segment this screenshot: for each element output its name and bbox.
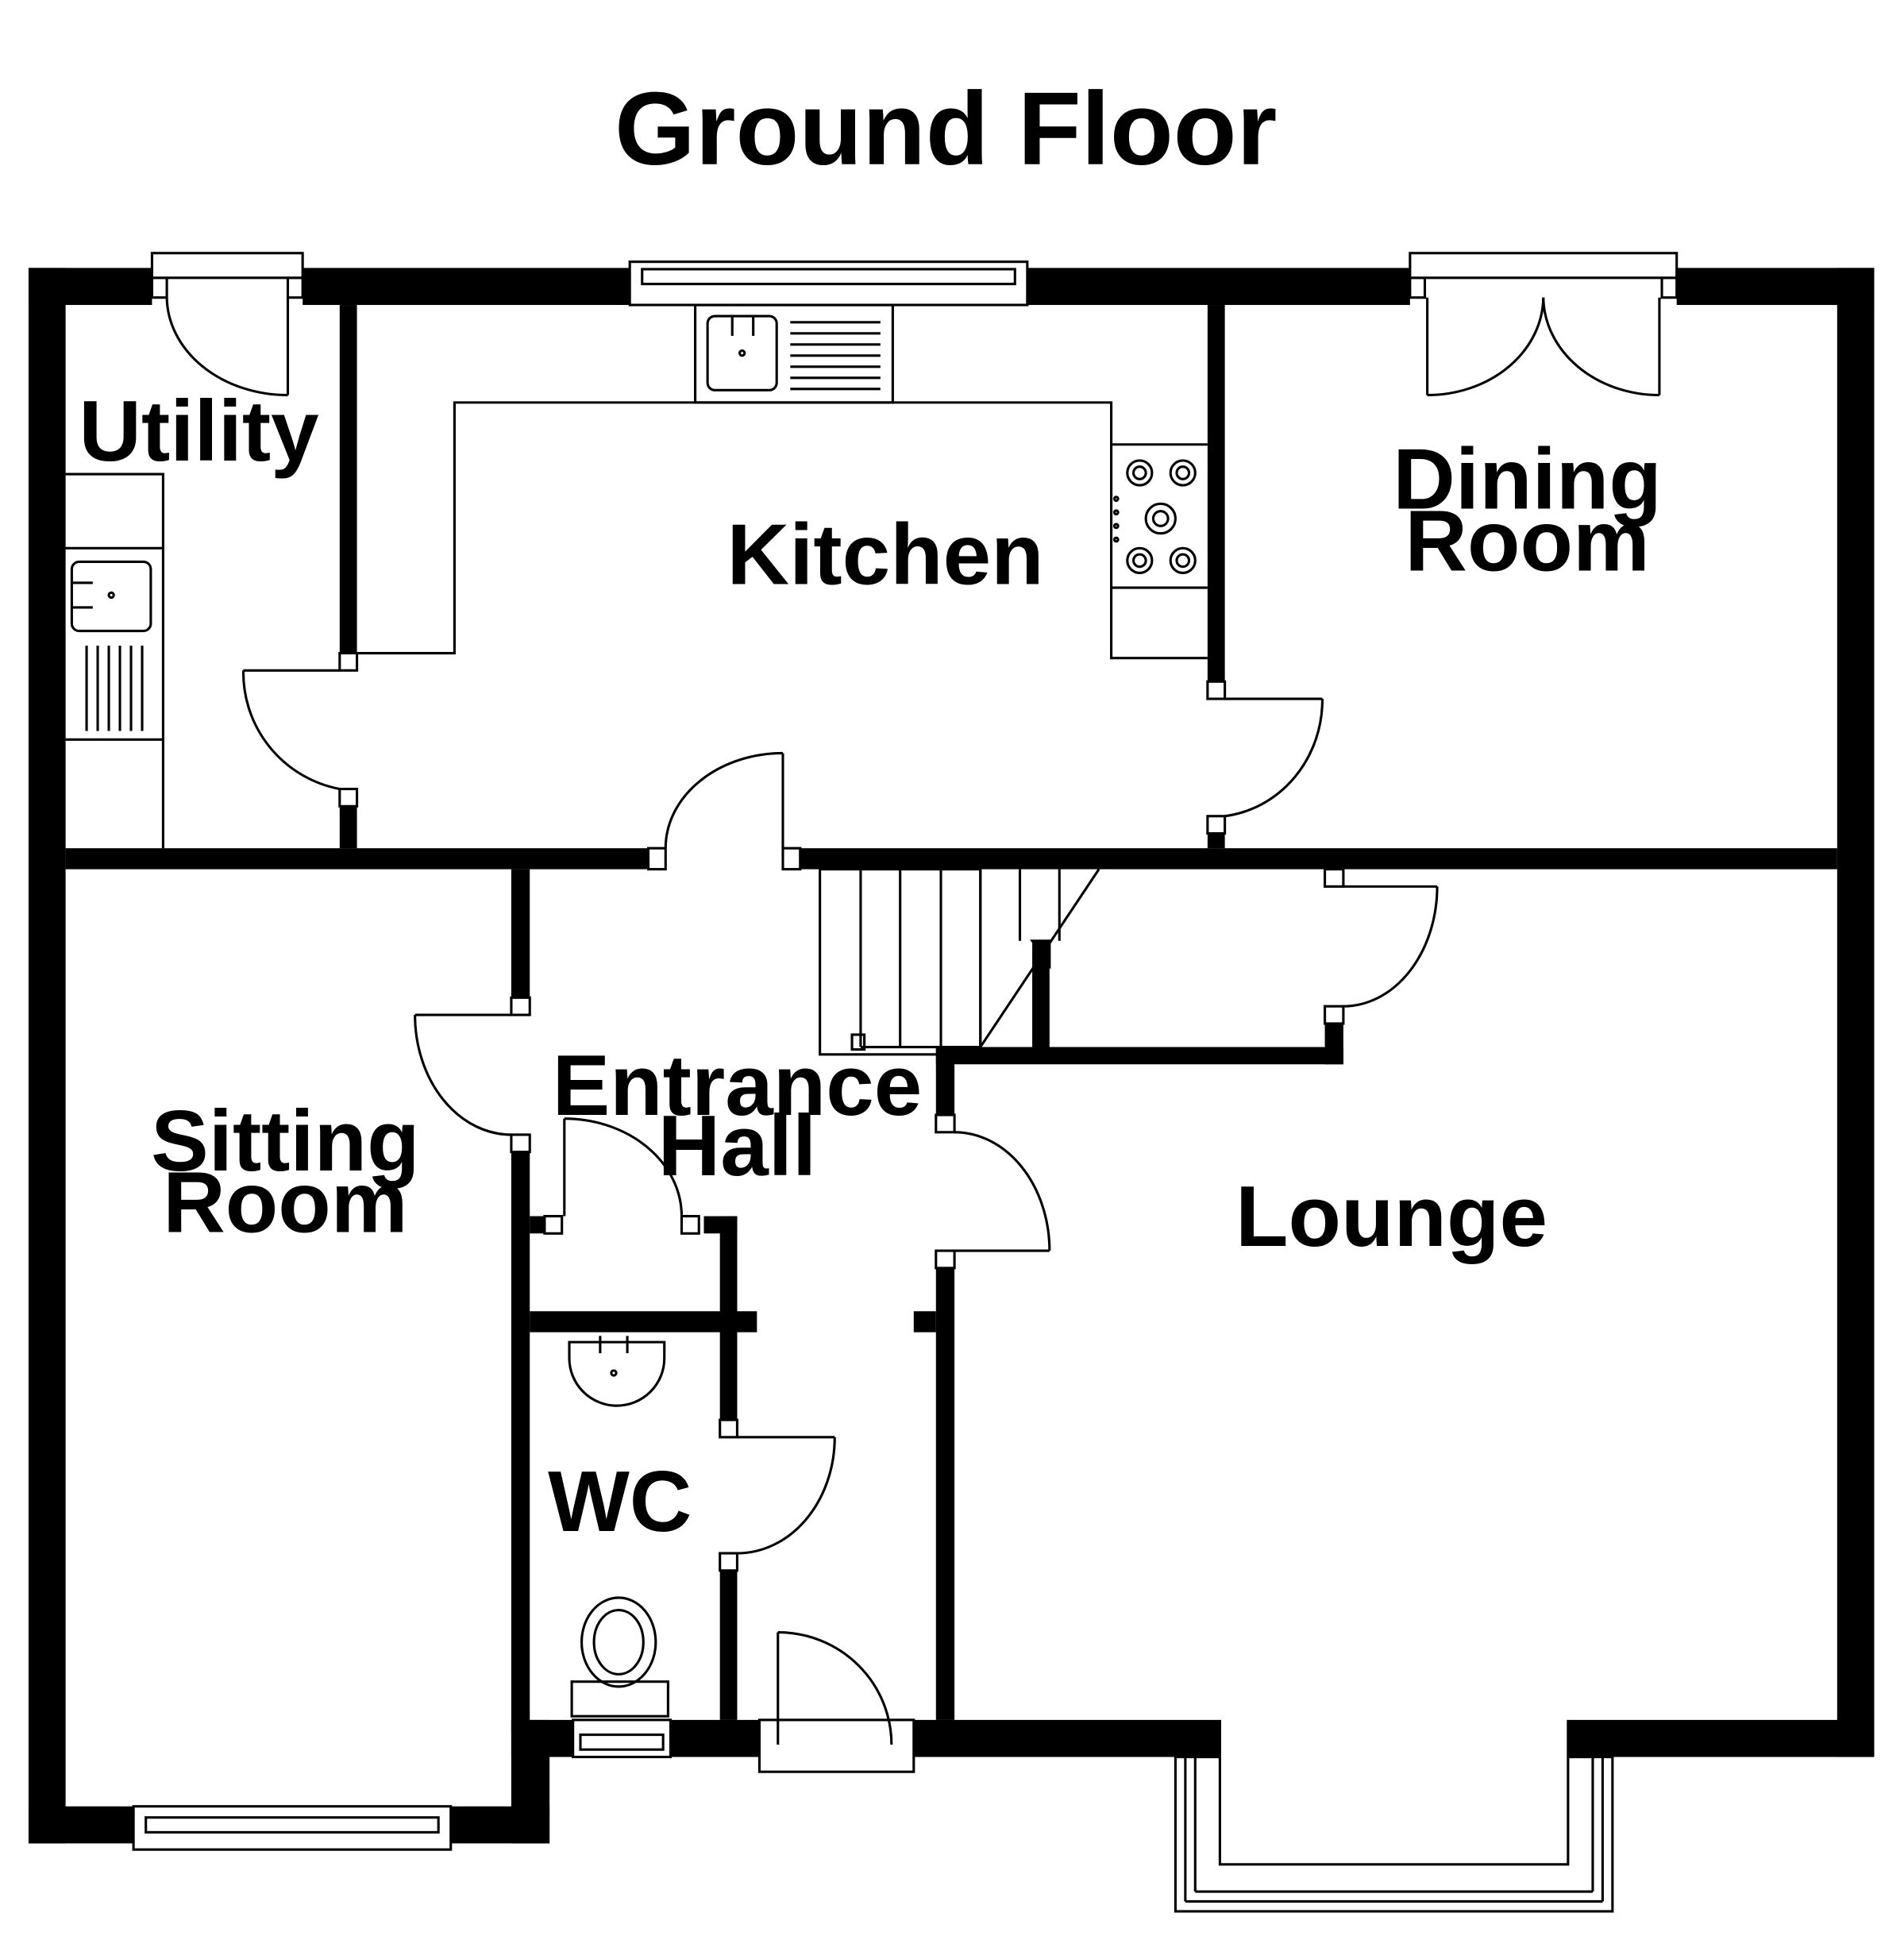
walls	[28, 268, 1875, 1844]
room-label-utility: Utility	[79, 383, 318, 480]
floor-title: Ground Floor	[615, 71, 1277, 187]
room-label-dining-1: Dining	[1393, 431, 1661, 528]
room-label-hall-1: Entrance	[553, 1037, 923, 1134]
door-jambs	[150, 276, 1679, 1572]
room-label-lounge: Lounge	[1235, 1168, 1547, 1265]
wc-fixtures	[568, 1336, 669, 1718]
room-label-hall-2: Hall	[658, 1097, 817, 1194]
windows	[132, 252, 1679, 1851]
door-swings	[165, 297, 1661, 1745]
staircase	[819, 868, 1100, 1056]
bay-window	[1174, 1719, 1614, 1913]
utility-units	[65, 472, 165, 849]
room-label-dining-2: Room	[1405, 492, 1649, 589]
room-label-kitchen: Kitchen	[727, 506, 1043, 603]
room-label-sitting-2: Room	[163, 1155, 407, 1251]
room-label-wc: WC	[548, 1453, 692, 1550]
room-labels: Utility Kitchen Dining Room Sitting Room…	[79, 383, 1661, 1550]
kitchen-units	[357, 303, 1208, 660]
room-label-sitting-1: Sitting	[151, 1093, 420, 1190]
